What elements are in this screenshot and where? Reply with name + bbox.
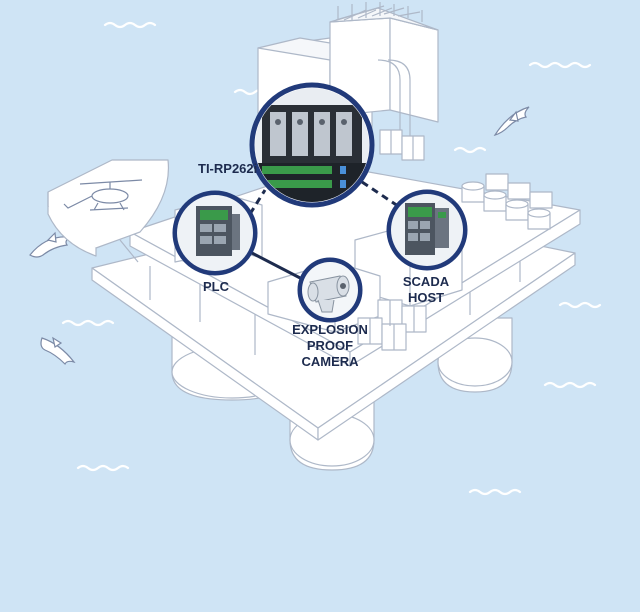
- camera-node: [297, 257, 363, 323]
- scada-label-line2: HOST: [408, 290, 444, 305]
- camera-label-line3: CAMERA: [301, 354, 359, 369]
- network-links: [248, 180, 399, 282]
- dolphin-icon: [29, 231, 72, 258]
- scada-label-line1: SCADA: [403, 274, 450, 289]
- plc-label: PLC: [203, 279, 230, 294]
- scada-node: [386, 189, 468, 271]
- dolphin-icon: [40, 336, 76, 366]
- switch-label: TI-RP262i: [198, 161, 257, 176]
- plc-node: [172, 190, 258, 276]
- rackmount-switch-icon: [255, 88, 369, 202]
- dolphin-icon: [493, 106, 530, 137]
- switch-node: [249, 82, 375, 208]
- industrial-switch-icon: [391, 194, 463, 266]
- explosion-proof-camera-icon: [302, 262, 358, 318]
- link-switch-scada: [361, 180, 399, 208]
- link-plc-camera: [249, 250, 305, 282]
- sea-waves: [61, 21, 602, 496]
- helicopter-icon: [63, 179, 143, 211]
- camera-label-line1: EXPLOSION: [292, 322, 368, 337]
- link-plc-switch: [248, 189, 267, 215]
- camera-label-line2: PROOF: [307, 338, 353, 353]
- industrial-switch-icon: [177, 195, 253, 271]
